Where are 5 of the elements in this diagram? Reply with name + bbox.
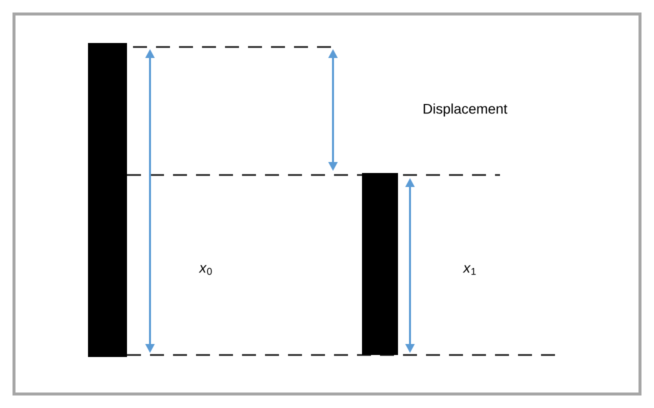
bar bbox=[362, 173, 398, 355]
dimension-label: Displacement bbox=[424, 103, 508, 117]
variable-label: x$_{1}$ bbox=[462, 265, 476, 275]
bar bbox=[88, 43, 127, 357]
variable-label: x$_{0}$ bbox=[198, 265, 212, 275]
